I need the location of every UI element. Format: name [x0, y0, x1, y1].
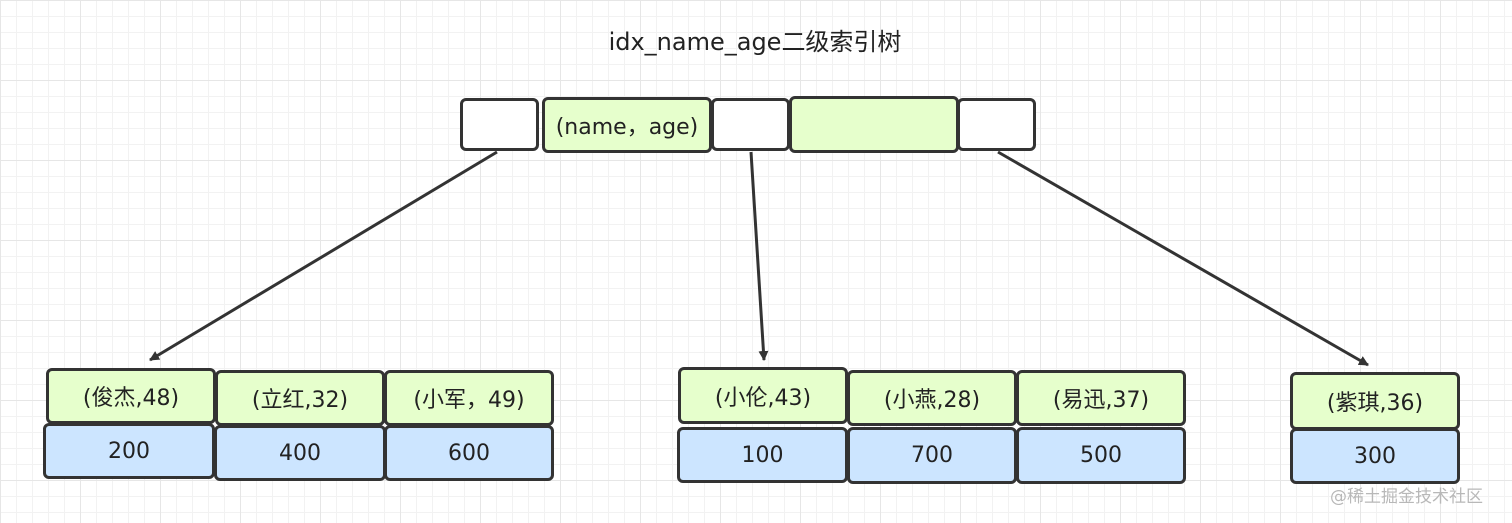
arrow-to-leaf-page-2 [749, 151, 769, 361]
leaf-key: (立红,32) [215, 370, 385, 426]
root-pointer-1 [460, 98, 539, 151]
root-key-1: (name，age) [542, 97, 712, 153]
leaf-value: 600 [384, 425, 554, 481]
leaf-value: 300 [1290, 428, 1460, 484]
leaf-key: (小伦,43) [678, 367, 848, 424]
root-pointer-2 [711, 98, 790, 151]
leaf-key: (小燕,28) [847, 370, 1017, 426]
leaf-value: 200 [43, 423, 215, 479]
leaf-value: 400 [214, 425, 386, 481]
diagram-title: idx_name_age二级索引树 [608, 28, 902, 56]
leaf-value: 100 [677, 427, 848, 483]
leaf-value: 700 [847, 427, 1017, 484]
root-key-2 [789, 96, 959, 153]
leaf-key: (易迅,37) [1016, 370, 1186, 426]
root-pointer-3 [957, 98, 1036, 151]
watermark: @稀土掘金技术社区 [1330, 487, 1483, 507]
arrow-to-leaf-page-3 [997, 150, 1369, 367]
arrow-to-leaf-page-1 [149, 150, 498, 362]
leaf-key: (俊杰,48) [46, 368, 216, 424]
leaf-value: 500 [1016, 427, 1186, 484]
leaf-key: (小军，49) [384, 370, 554, 426]
